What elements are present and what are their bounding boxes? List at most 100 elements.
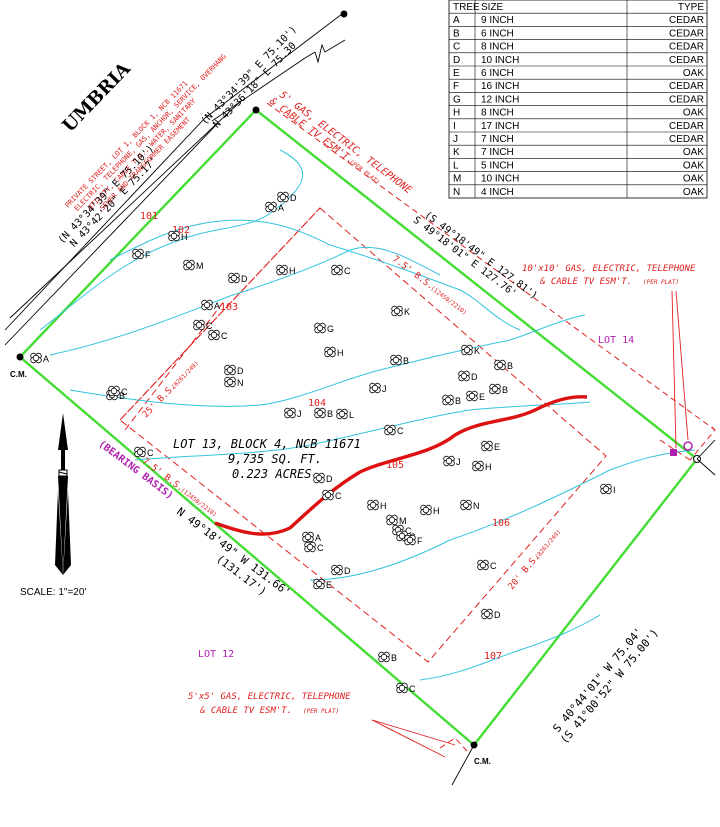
street-name: UMBRIA xyxy=(58,58,135,137)
street-easement-note: PRIVATE STREET, LOT 1, BLOCK 1, NCB 1167… xyxy=(64,53,228,213)
grade-line-105 xyxy=(214,395,588,536)
tree-k: K xyxy=(391,305,410,317)
svg-text:D: D xyxy=(241,274,248,284)
tree-b: B xyxy=(442,394,461,406)
svg-text:& CABLE TV ESM'T.: & CABLE TV ESM'T. xyxy=(267,95,356,166)
svg-text:5'x5' GAS, ELECTRIC, TELEPHONE: 5'x5' GAS, ELECTRIC, TELEPHONE xyxy=(188,692,351,702)
table-cell: D xyxy=(453,55,460,66)
table-cell: 12 INCH xyxy=(481,94,519,105)
svg-text:C: C xyxy=(121,387,128,397)
table-cell: CEDAR xyxy=(669,42,704,53)
table-cell: E xyxy=(453,68,460,79)
tree-c: C xyxy=(477,559,497,571)
table-cell: 10 INCH xyxy=(481,174,519,185)
svg-text:D: D xyxy=(237,366,244,376)
tree-a: A xyxy=(302,531,321,543)
table-cell: 9 INCH xyxy=(481,15,514,26)
table-cell: H xyxy=(453,108,460,119)
svg-text:A: A xyxy=(43,354,49,364)
street-lines xyxy=(4,10,348,346)
tree-c: C xyxy=(134,446,154,458)
corner-monument-north xyxy=(252,106,260,114)
svg-text:A: A xyxy=(315,533,321,543)
table-cell: B xyxy=(453,28,460,39)
svg-text:(S 41°00'52" W 75.00'): (S 41°00'52" W 75.00') xyxy=(558,626,662,746)
tree-d: D xyxy=(458,370,478,382)
tree-h: H xyxy=(276,264,296,276)
contour-label-101: 101 xyxy=(140,211,158,222)
table-cell: 5 INCH xyxy=(481,160,514,171)
tree-j: J xyxy=(443,455,461,467)
table-cell: CEDAR xyxy=(669,15,704,26)
top-easement-label: 5' GAS, ELECTRIC, TELEPHONE & CABLE TV E… xyxy=(267,90,414,197)
tree-a: A xyxy=(30,352,49,364)
svg-text:B: B xyxy=(455,396,461,406)
lot-14-label: LOT 14 xyxy=(598,335,634,346)
table-cell: L xyxy=(453,160,459,171)
svg-text:9,735 SQ. FT.: 9,735 SQ. FT. xyxy=(228,452,322,466)
svg-text:K: K xyxy=(404,307,410,317)
tree-h: H xyxy=(367,499,387,511)
svg-text:B: B xyxy=(119,391,125,401)
tree-a: A xyxy=(201,299,220,311)
svg-text:L: L xyxy=(349,410,354,420)
svg-text:C: C xyxy=(147,448,154,458)
svg-text:D: D xyxy=(344,566,351,576)
svg-text:N 49°18'49" W 131.66': N 49°18'49" W 131.66' xyxy=(174,505,293,599)
lot-description: LOT 13, BLOCK 4, NCB 11671 9,735 SQ. FT.… xyxy=(173,437,361,481)
tree-d: D xyxy=(224,364,244,376)
svg-text:& CABLE TV ESM'T.: & CABLE TV ESM'T. xyxy=(199,706,292,716)
table-cell: F xyxy=(453,81,459,92)
table-cell: OAK xyxy=(683,187,704,198)
table-cell: C xyxy=(453,42,460,53)
svg-text:(8261/249): (8261/249) xyxy=(170,360,200,391)
contour-label-105: 105 xyxy=(386,460,404,471)
utility-pole-icon xyxy=(683,441,693,451)
svg-text:& CABLE TV ESM'T.: & CABLE TV ESM'T. xyxy=(539,277,632,287)
svg-text:B: B xyxy=(403,356,409,366)
tree-c: C xyxy=(396,682,416,694)
tree-b: B xyxy=(494,359,513,371)
table-cell: M xyxy=(453,174,461,185)
svg-text:H: H xyxy=(181,232,188,242)
tree-e: E xyxy=(313,578,332,590)
tree-h: H xyxy=(420,504,440,516)
svg-text:C: C xyxy=(335,491,342,501)
tree-b: B xyxy=(314,407,333,419)
cm-label-west: C.M. xyxy=(10,370,27,379)
tree-c: C xyxy=(384,424,404,436)
corner-monument-west xyxy=(16,353,24,361)
svg-text:C: C xyxy=(317,543,324,553)
table-cell: 17 INCH xyxy=(481,121,519,132)
tree-e: E xyxy=(466,390,485,402)
svg-text:7.5' B.S.: 7.5' B.S. xyxy=(390,254,435,291)
svg-text:N: N xyxy=(237,378,244,388)
table-cell: K xyxy=(453,147,460,158)
table-cell: 8 INCH xyxy=(481,108,514,119)
svg-text:H: H xyxy=(485,462,492,472)
table-header-type: TYPE xyxy=(678,2,704,13)
contour-lines xyxy=(39,149,696,681)
table-header-size: SIZE xyxy=(481,2,504,13)
tree-c: C xyxy=(331,264,351,276)
svg-text:D: D xyxy=(494,610,501,620)
svg-text:B: B xyxy=(391,653,397,663)
tree-e: E xyxy=(481,440,500,452)
table-cell: J xyxy=(453,134,458,145)
table-cell: OAK xyxy=(683,108,704,119)
svg-text:C: C xyxy=(409,684,416,694)
svg-text:C: C xyxy=(405,526,412,536)
svg-text:N: N xyxy=(473,501,480,511)
right-bearings: (S 49°18'49" E 127.81') S 49°18'01" E 12… xyxy=(411,210,540,302)
svg-text:F: F xyxy=(417,536,423,546)
table-cell: 7 INCH xyxy=(481,147,514,158)
right-easement-callout: 10'x10' GAS, ELECTRIC, TELEPHONE & CABLE… xyxy=(522,264,696,287)
setback-label-bottom: 20' B.S. (8261/249) xyxy=(507,528,563,591)
tree-d: D xyxy=(313,472,333,484)
tree-h: H xyxy=(324,346,344,358)
tree-j: J xyxy=(284,407,302,419)
svg-text:C: C xyxy=(206,321,213,331)
